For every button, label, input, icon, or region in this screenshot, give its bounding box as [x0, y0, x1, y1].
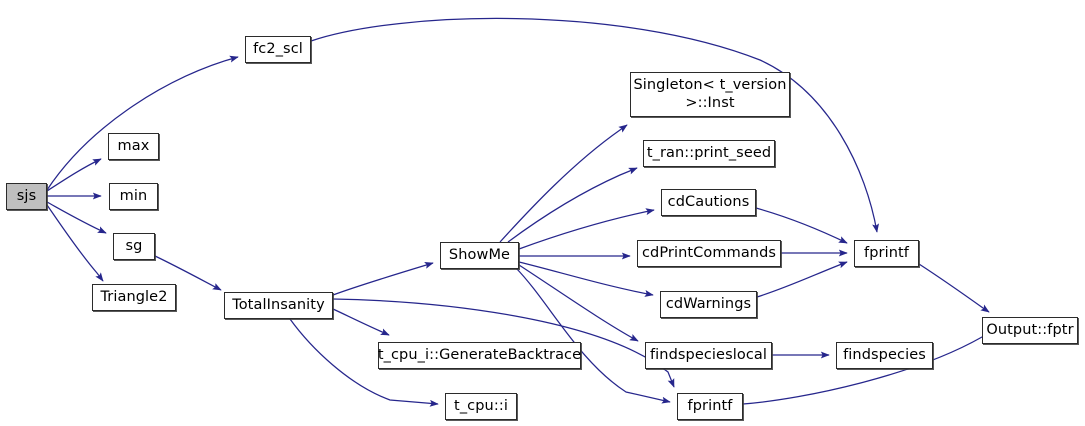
graph-node-sjs[interactable]: sjs [6, 183, 47, 210]
edge-totalinsanity-to-t_cpu_i [289, 318, 439, 407]
edge-totalinsanity-to-genbacktrace [332, 308, 390, 336]
graph-node-findspecies[interactable]: findspecies [836, 342, 933, 369]
edge-totalinsanity-to-showme [332, 262, 434, 296]
graph-node-min[interactable]: min [109, 183, 158, 210]
graph-node-printseed[interactable]: t_ran::print_seed [643, 140, 775, 167]
edge-cdwarnings-to-fprintf_right [756, 261, 848, 298]
edge-showme-to-cdwarnings [518, 261, 654, 297]
edge-cdcautions-to-fprintf_right [755, 207, 848, 244]
graph-node-fc2_scl[interactable]: fc2_scl [245, 36, 311, 63]
graph-node-cdwarnings[interactable]: cdWarnings [660, 291, 757, 318]
graph-node-t_cpu_i[interactable]: t_cpu::i [445, 393, 517, 420]
edge-sg-to-totalinsanity [154, 255, 222, 291]
edge-sjs-to-sg [46, 201, 107, 234]
edge-showme-to-singleton [499, 124, 628, 243]
graph-node-cdprintcmds[interactable]: cdPrintCommands [637, 240, 781, 267]
graph-node-totalinsanity[interactable]: TotalInsanity [224, 292, 333, 319]
edge-fprintf_right-to-outputfptr [918, 263, 990, 313]
graph-node-sg[interactable]: sg [113, 233, 155, 260]
graph-node-showme[interactable]: ShowMe [440, 242, 519, 269]
graph-node-triangle2[interactable]: Triangle2 [92, 284, 176, 311]
edge-showme-to-printseed [507, 167, 638, 243]
graph-node-fprintf_right[interactable]: fprintf [854, 240, 919, 267]
edge-sjs-to-fc2_scl [46, 55, 239, 191]
edge-showme-to-cdcautions [518, 208, 655, 250]
edge-showme-to-findspecieslocal [518, 264, 639, 342]
edge-sjs-to-triangle2 [46, 204, 104, 282]
graph-node-cdcautions[interactable]: cdCautions [661, 189, 756, 216]
edge-fc2_scl-to-fprintf_right [310, 17, 880, 233]
graph-node-max[interactable]: max [108, 133, 159, 160]
graph-node-fprintf_bottom[interactable]: fprintf [677, 393, 743, 420]
graph-node-singleton[interactable]: Singleton< t_version >::Inst [630, 72, 790, 117]
edge-fprintf_bottom-to-outputfptr [742, 330, 992, 405]
graph-node-outputfptr[interactable]: Output::fptr [982, 317, 1078, 344]
graph-node-genbacktrace[interactable]: t_cpu_i::GenerateBacktrace [378, 342, 581, 369]
graph-node-findspecieslocal[interactable]: findspecieslocal [645, 342, 772, 369]
edge-showme-to-fprintf_bottom [515, 267, 671, 404]
edge-sjs-to-max [46, 158, 102, 192]
